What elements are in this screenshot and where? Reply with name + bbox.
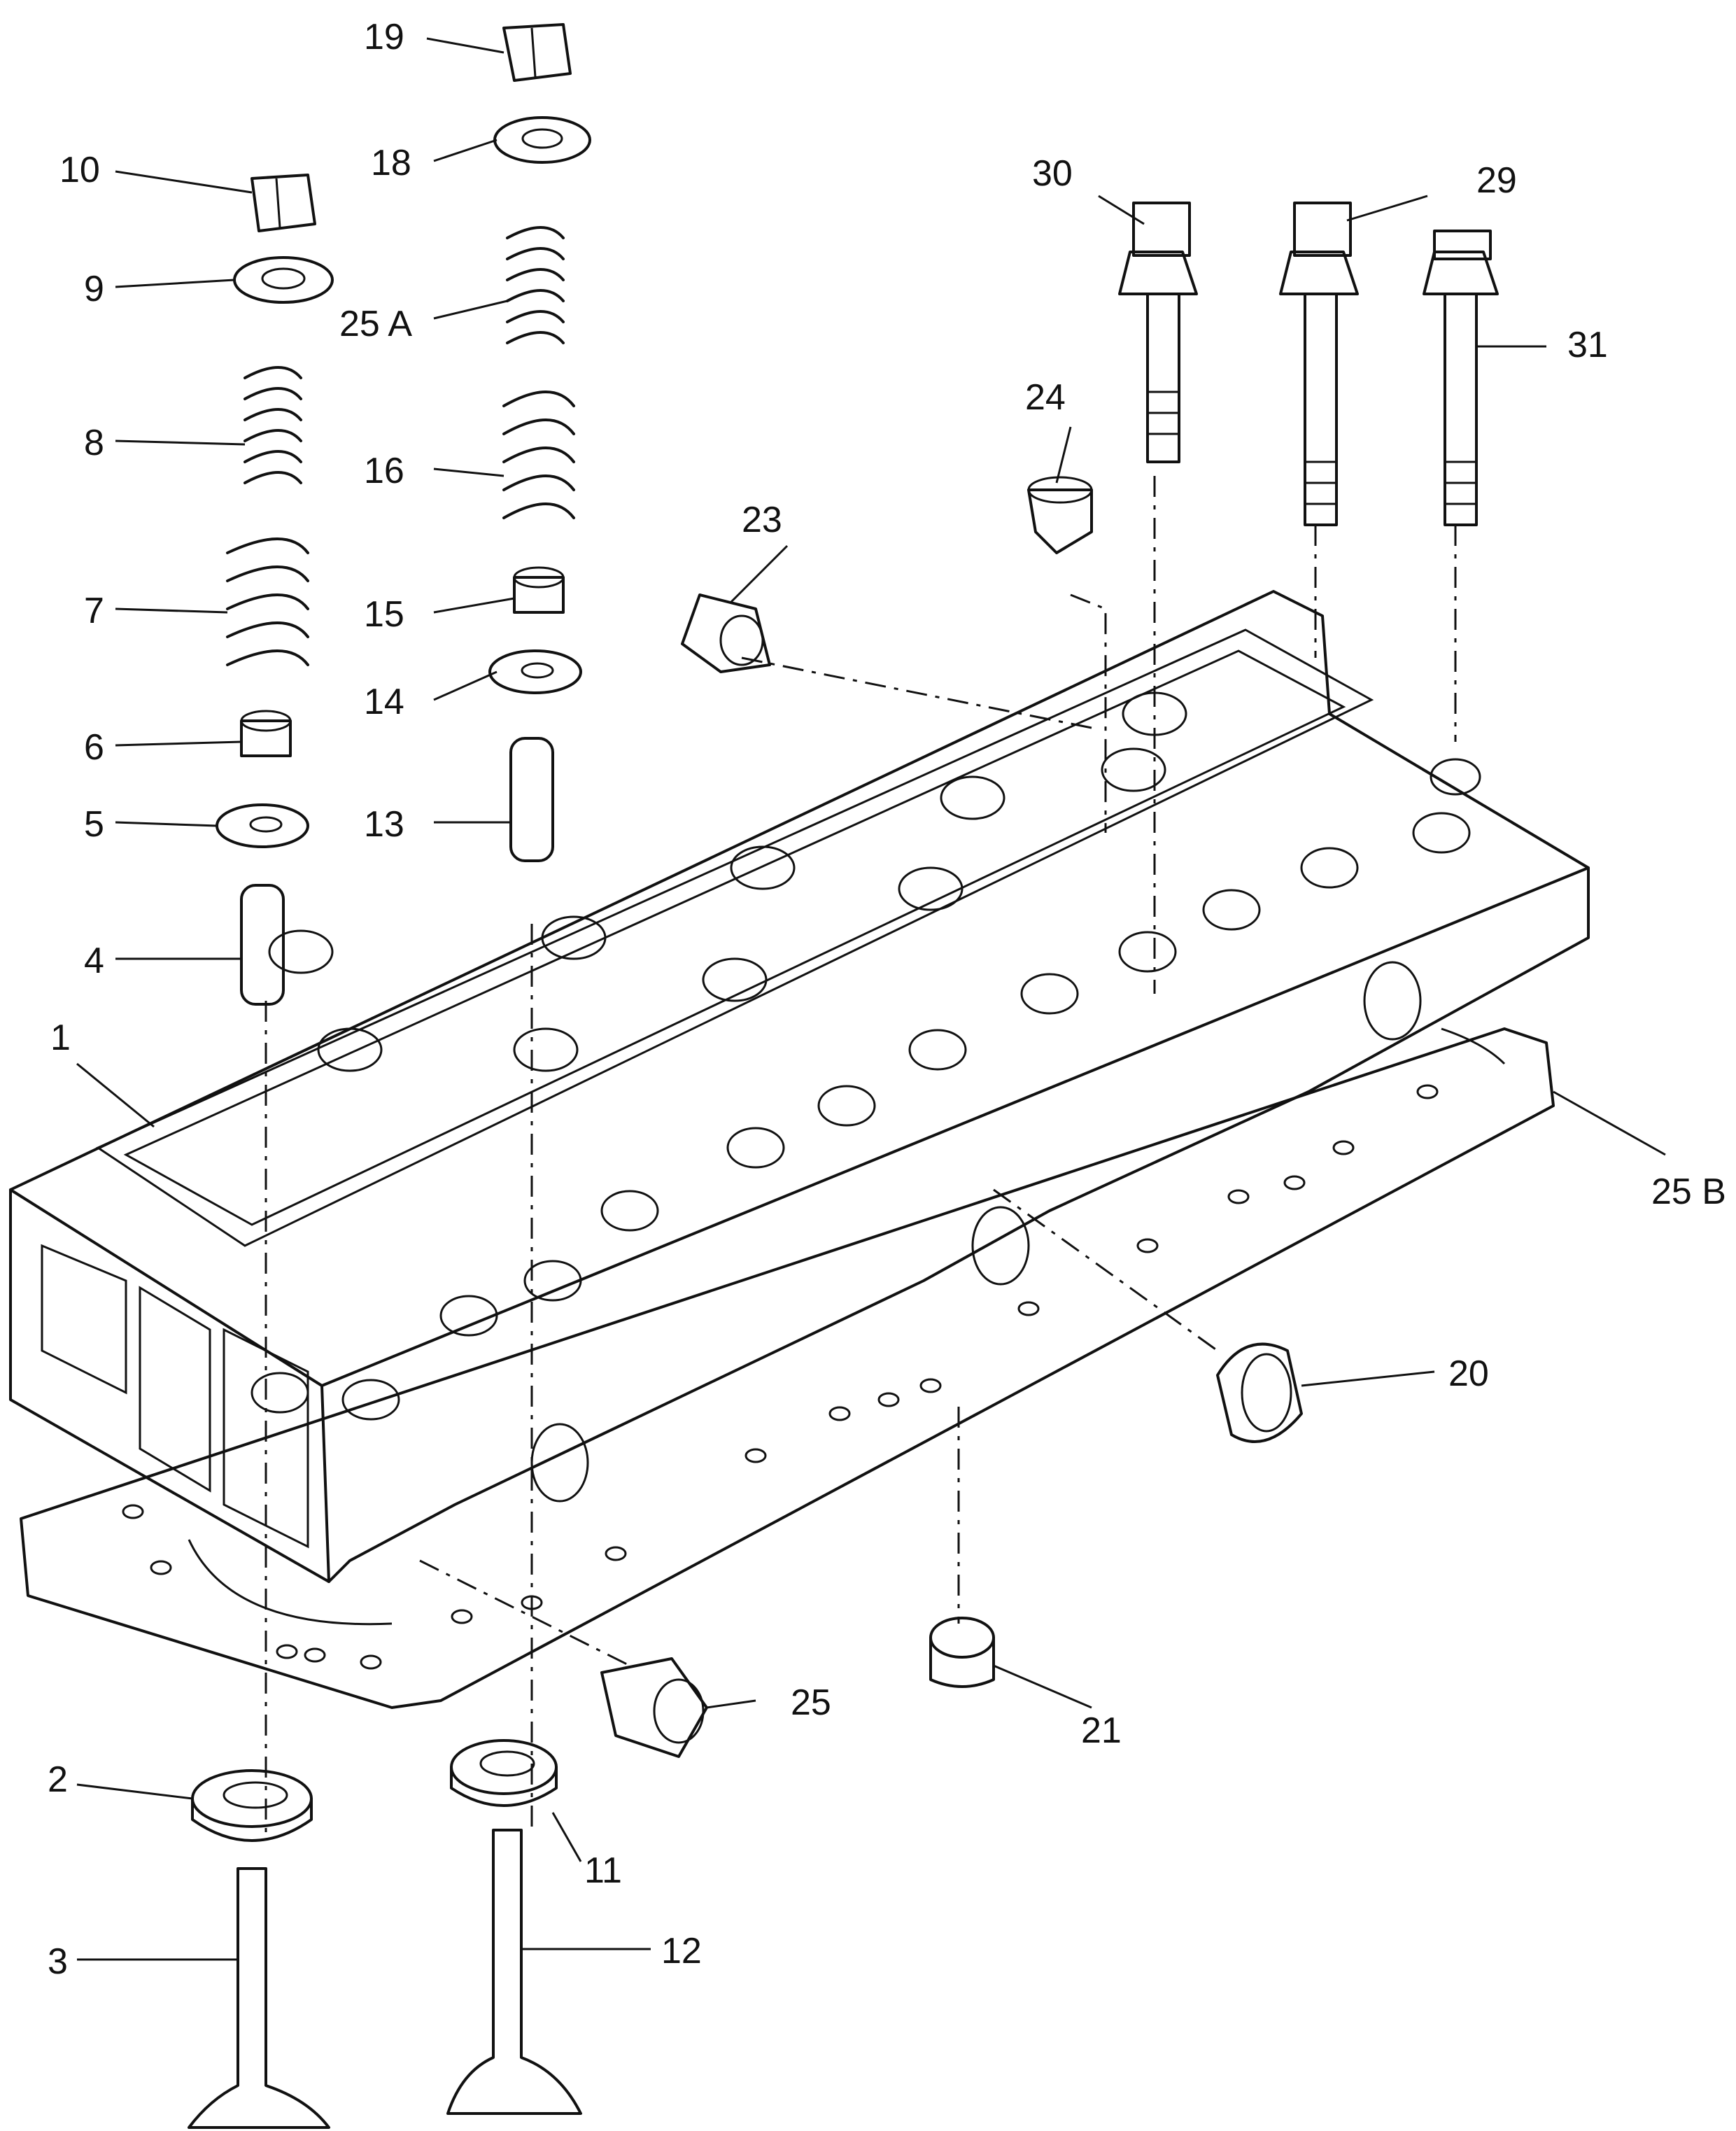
part-7-outer-spring [226,537,309,666]
cylinder-head [9,590,1590,1583]
callout-6: 6 [84,727,104,768]
callout-23: 23 [742,500,782,540]
callout-3: 3 [48,1941,68,1982]
callout-15: 15 [364,594,404,635]
callout-29: 29 [1476,160,1517,201]
callout-25: 25 [791,1682,831,1723]
part-13-valve-guide [509,737,554,862]
callout-12: 12 [661,1931,702,1971]
callout-9: 9 [84,269,104,309]
callout-21: 21 [1081,1710,1122,1751]
part-8-inner-spring [244,366,302,484]
part-16-outer-spring [502,391,575,519]
part-24-plug [1027,476,1093,554]
callout-5: 5 [84,804,104,845]
callout-18: 18 [371,143,411,183]
part-25a-inner-spring [506,226,565,344]
part-5-spring-seat [216,803,309,848]
callout-31: 31 [1567,325,1608,365]
callout-2: 2 [48,1759,68,1800]
part-14-spring-seat [488,649,582,694]
part-21-plug [929,1617,995,1688]
part-19-valve-keeper [502,23,572,82]
part-23-plug [681,593,771,673]
callout-10: 10 [59,150,100,190]
part-11-valve-seat-insert [450,1739,558,1807]
part-12-exhaust-valve [446,1829,582,2115]
part-3-intake-valve [188,1867,330,2129]
part-4-valve-guide [240,884,285,1006]
part-15-valve-stem-seal [513,566,565,614]
part-25-plug [600,1657,708,1758]
callout-20: 20 [1448,1353,1489,1394]
callout-25b: 25 B [1651,1172,1726,1212]
callout-13: 13 [364,804,404,845]
callout-30: 30 [1032,153,1073,194]
callout-25a: 25 A [339,304,412,344]
part-31-bolt [1423,230,1499,526]
callouts: 1 2 3 4 5 6 7 8 9 10 11 12 13 14 15 16 2… [48,17,1726,1982]
part-10-valve-keeper [250,174,316,232]
callout-19: 19 [364,17,404,57]
part-29-bolt [1279,202,1359,526]
callout-14: 14 [364,682,404,722]
part-30-bolt [1118,202,1198,463]
callout-16: 16 [364,451,404,491]
callout-11: 11 [584,1850,622,1891]
leader-lines [76,37,1666,1961]
assembly-centerlines [264,476,1457,1834]
part-2-valve-seat-insert [191,1769,313,1842]
head-gasket [20,1027,1555,1709]
part-6-valve-stem-seal [240,710,292,757]
part-9-spring-retainer [233,256,334,304]
callout-8: 8 [84,423,104,463]
callout-24: 24 [1025,377,1066,418]
callout-1: 1 [50,1018,71,1058]
part-18-spring-retainer [493,116,591,164]
callout-7: 7 [84,591,104,631]
callout-4: 4 [84,941,104,981]
part-20-seal-ring [1216,1342,1303,1443]
